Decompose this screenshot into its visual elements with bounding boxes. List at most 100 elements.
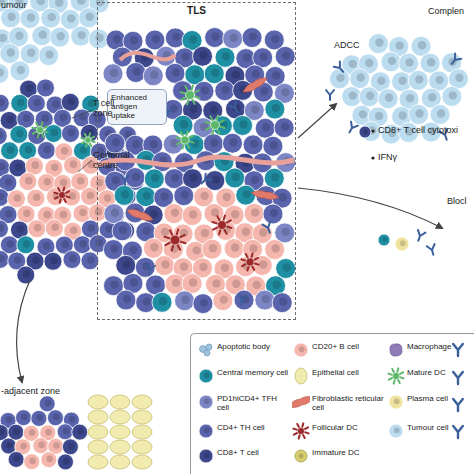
- dendritic-cell: [164, 229, 185, 250]
- cell: [152, 292, 172, 312]
- cell: [50, 27, 70, 47]
- cell-body: [350, 69, 370, 89]
- antibody: [145, 264, 155, 275]
- cell: [37, 79, 55, 97]
- legend-icon: [292, 341, 310, 359]
- cell-body: [33, 438, 49, 454]
- cell: [62, 439, 78, 455]
- antibody: [334, 62, 347, 75]
- cell: [19, 173, 37, 191]
- cell-body: [255, 290, 275, 310]
- cell-nucleus: [150, 243, 158, 251]
- cell-nucleus: [232, 71, 240, 79]
- cell-nucleus: [60, 114, 68, 122]
- cell: [448, 69, 468, 89]
- cell-nucleus: [222, 52, 230, 60]
- cell-nucleus: [50, 257, 58, 265]
- cell-nucleus: [133, 67, 141, 75]
- cell-nucleus: [79, 209, 87, 217]
- cell-body: [37, 79, 55, 97]
- cell-nucleus: [262, 123, 270, 131]
- cell-nucleus: [110, 69, 118, 77]
- cell-nucleus: [271, 35, 279, 43]
- cell-nucleus: [6, 442, 13, 449]
- cell: [39, 396, 55, 412]
- cell-nucleus: [32, 161, 40, 169]
- cell-body: [116, 255, 136, 275]
- frc-shape: [292, 394, 310, 410]
- cell-body: [39, 396, 55, 412]
- cell-nucleus: [259, 228, 267, 236]
- cell-nucleus: [112, 138, 120, 146]
- cell-body: [44, 252, 62, 270]
- cell-nucleus: [259, 260, 267, 268]
- cell-body: [0, 220, 8, 238]
- cell-nucleus: [232, 280, 240, 288]
- cell-nucleus: [25, 146, 33, 154]
- cell-nucleus: [17, 66, 25, 74]
- cell: [20, 44, 40, 64]
- cell-nucleus: [87, 256, 95, 264]
- overlay-layer: [17, 53, 474, 474]
- cell-body: [213, 291, 233, 311]
- cell-nucleus: [70, 226, 78, 234]
- cell-nucleus: [152, 35, 160, 43]
- dc-body: [170, 235, 180, 245]
- cell-body: [275, 46, 295, 66]
- label-text: Blocl: [447, 196, 474, 206]
- cell-nucleus: [299, 454, 304, 459]
- cell: [204, 64, 224, 84]
- antibody-shape: [346, 122, 358, 135]
- cell-nucleus: [394, 398, 400, 404]
- cell-nucleus: [204, 398, 210, 404]
- legend-icon: [387, 341, 405, 359]
- cell-layer: [0, 0, 468, 470]
- legend-icon: [292, 422, 310, 440]
- epithelial-cell: [110, 455, 130, 469]
- cell-nucleus: [253, 281, 261, 289]
- cell-body: [378, 89, 398, 109]
- cell: [409, 104, 429, 124]
- cell: [80, 124, 98, 142]
- cell: [47, 410, 63, 426]
- dendritic-cell: [32, 122, 47, 137]
- cell-nucleus: [415, 109, 423, 117]
- cell-body: [27, 189, 45, 207]
- cell-body: [37, 141, 55, 159]
- cell: [236, 257, 256, 277]
- antibody-shape: [145, 264, 155, 275]
- legend-text: Apoptotic body: [217, 343, 291, 352]
- legend-text: PD1hiCD4+ TFH cell: [217, 395, 291, 413]
- cell-nucleus: [44, 178, 52, 186]
- cell-nucleus: [16, 130, 24, 138]
- cell-body: [73, 236, 91, 254]
- cell-body: [359, 87, 379, 107]
- label-text: -adjacent zone: [1, 386, 81, 396]
- cell-body: [1, 8, 21, 28]
- cell-body: [0, 64, 9, 84]
- cell-body: [47, 410, 63, 426]
- cell: [234, 290, 254, 310]
- cell-nucleus: [23, 115, 31, 123]
- antibody: [346, 122, 358, 135]
- cell-nucleus: [363, 129, 368, 134]
- dendritic-cell: [81, 133, 94, 146]
- cell-nucleus: [375, 112, 383, 120]
- cell-nucleus: [29, 457, 36, 464]
- legend-icon: [197, 367, 215, 385]
- cell-body: [154, 256, 174, 276]
- cell-nucleus: [37, 0, 45, 5]
- cell-nucleus: [385, 94, 393, 102]
- cell: [381, 52, 401, 72]
- cell: [359, 126, 371, 138]
- cell-body: [152, 292, 172, 312]
- cell-nucleus: [45, 400, 52, 407]
- cell: [223, 29, 243, 49]
- cell: [27, 94, 45, 112]
- epithelial-cell: [132, 395, 152, 409]
- cell-nucleus: [160, 192, 168, 200]
- cell: [205, 28, 225, 48]
- cell-body: [63, 188, 81, 206]
- cell-body: [243, 135, 263, 155]
- cell-nucleus: [110, 280, 118, 288]
